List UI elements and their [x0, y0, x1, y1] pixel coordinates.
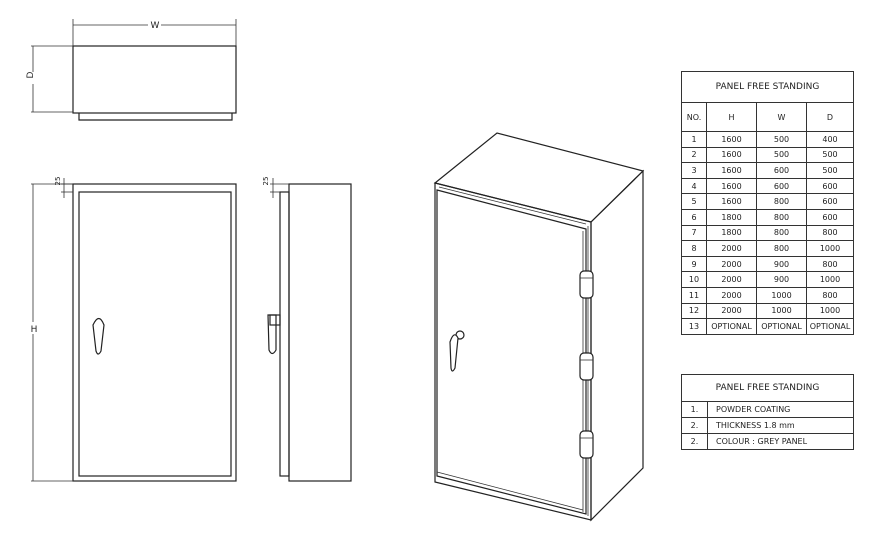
hinge-icon: [579, 270, 594, 299]
spec-text: COLOUR : GREY PANEL: [707, 433, 854, 450]
table-cell: 10: [681, 271, 707, 288]
table-cell: 800: [806, 224, 854, 242]
table-cell: 800: [756, 240, 807, 257]
hinge-icon: [579, 430, 594, 459]
table-cell: 800: [756, 193, 807, 210]
column-header: D: [806, 102, 854, 132]
table-cell: 4: [681, 177, 707, 195]
table-cell: 1000: [756, 286, 807, 304]
table-cell: 12: [681, 302, 707, 320]
table-cell: 1600: [706, 131, 757, 148]
table-cell: 3: [681, 162, 707, 179]
height-dimension-label: H: [31, 325, 38, 335]
table-cell: 800: [756, 224, 807, 242]
table-cell: OPTIONAL: [706, 318, 757, 335]
table-cell: 800: [806, 255, 854, 273]
table-cell: 2: [681, 146, 707, 164]
table-cell: 500: [806, 146, 854, 164]
table-cell: 900: [756, 271, 807, 288]
column-header: H: [706, 102, 757, 132]
table-cell: 1800: [706, 208, 757, 226]
table-cell: 6: [681, 208, 707, 226]
table-cell: 500: [756, 146, 807, 164]
table-cell: 13: [681, 318, 707, 335]
column-header: NO.: [681, 102, 707, 132]
spec-text: POWDER COATING: [707, 401, 854, 418]
hinge-icon: [579, 352, 594, 381]
table-cell: 1600: [706, 146, 757, 164]
table-cell: 1000: [806, 302, 854, 320]
depth-dimension-label: D: [26, 71, 36, 78]
spec-number: 1.: [681, 401, 708, 418]
table-cell: 900: [756, 255, 807, 273]
table-cell: 7: [681, 224, 707, 242]
offset-dimension-label: 25: [54, 177, 62, 186]
table-cell: 2000: [706, 271, 757, 288]
table-cell: 2000: [706, 255, 757, 273]
table-cell: 600: [806, 208, 854, 226]
door-handle-icon: [92, 317, 105, 355]
table-cell: 1: [681, 131, 707, 148]
table-cell: 600: [756, 162, 807, 179]
spec-table-title: PANEL FREE STANDING: [681, 374, 854, 402]
table-cell: 500: [756, 131, 807, 148]
isometric-view: [433, 132, 645, 522]
table-cell: 800: [806, 286, 854, 304]
iso-handle-icon: [449, 334, 459, 372]
table-cell: 5: [681, 193, 707, 210]
table-cell: 1000: [806, 271, 854, 288]
side-offset-dimension-label: 25: [262, 177, 270, 186]
table-cell: 2000: [706, 302, 757, 320]
table-cell: OPTIONAL: [756, 318, 807, 335]
table-cell: 9: [681, 255, 707, 273]
table-cell: 11: [681, 286, 707, 304]
spec-number: 2.: [681, 417, 708, 434]
spec-text: THICKNESS 1.8 mm: [707, 417, 854, 434]
width-dimension-label: W: [151, 21, 160, 31]
table-cell: OPTIONAL: [806, 318, 854, 335]
column-header: W: [756, 102, 807, 132]
side-view: 25: [262, 177, 352, 482]
table-cell: 2000: [706, 240, 757, 257]
spec-number: 2.: [681, 433, 708, 450]
table-cell: 800: [756, 208, 807, 226]
table-cell: 600: [756, 177, 807, 195]
top-view: W D: [26, 19, 237, 121]
table-cell: 1600: [706, 193, 757, 210]
table-cell: 500: [806, 162, 854, 179]
table-cell: 600: [806, 177, 854, 195]
front-view: H 25: [31, 177, 237, 482]
table-cell: 1600: [706, 162, 757, 179]
table-cell: 1600: [706, 177, 757, 195]
table-cell: 400: [806, 131, 854, 148]
table-cell: 8: [681, 240, 707, 257]
side-handle-icon: [267, 314, 277, 355]
table-cell: 1800: [706, 224, 757, 242]
size-table-title: PANEL FREE STANDING: [681, 71, 854, 103]
table-cell: 1000: [756, 302, 807, 320]
spec-table: PANEL FREE STANDING 1.POWDER COATING 2.T…: [681, 374, 854, 450]
table-cell: 1000: [806, 240, 854, 257]
table-cell: 600: [806, 193, 854, 210]
table-cell: 2000: [706, 286, 757, 304]
